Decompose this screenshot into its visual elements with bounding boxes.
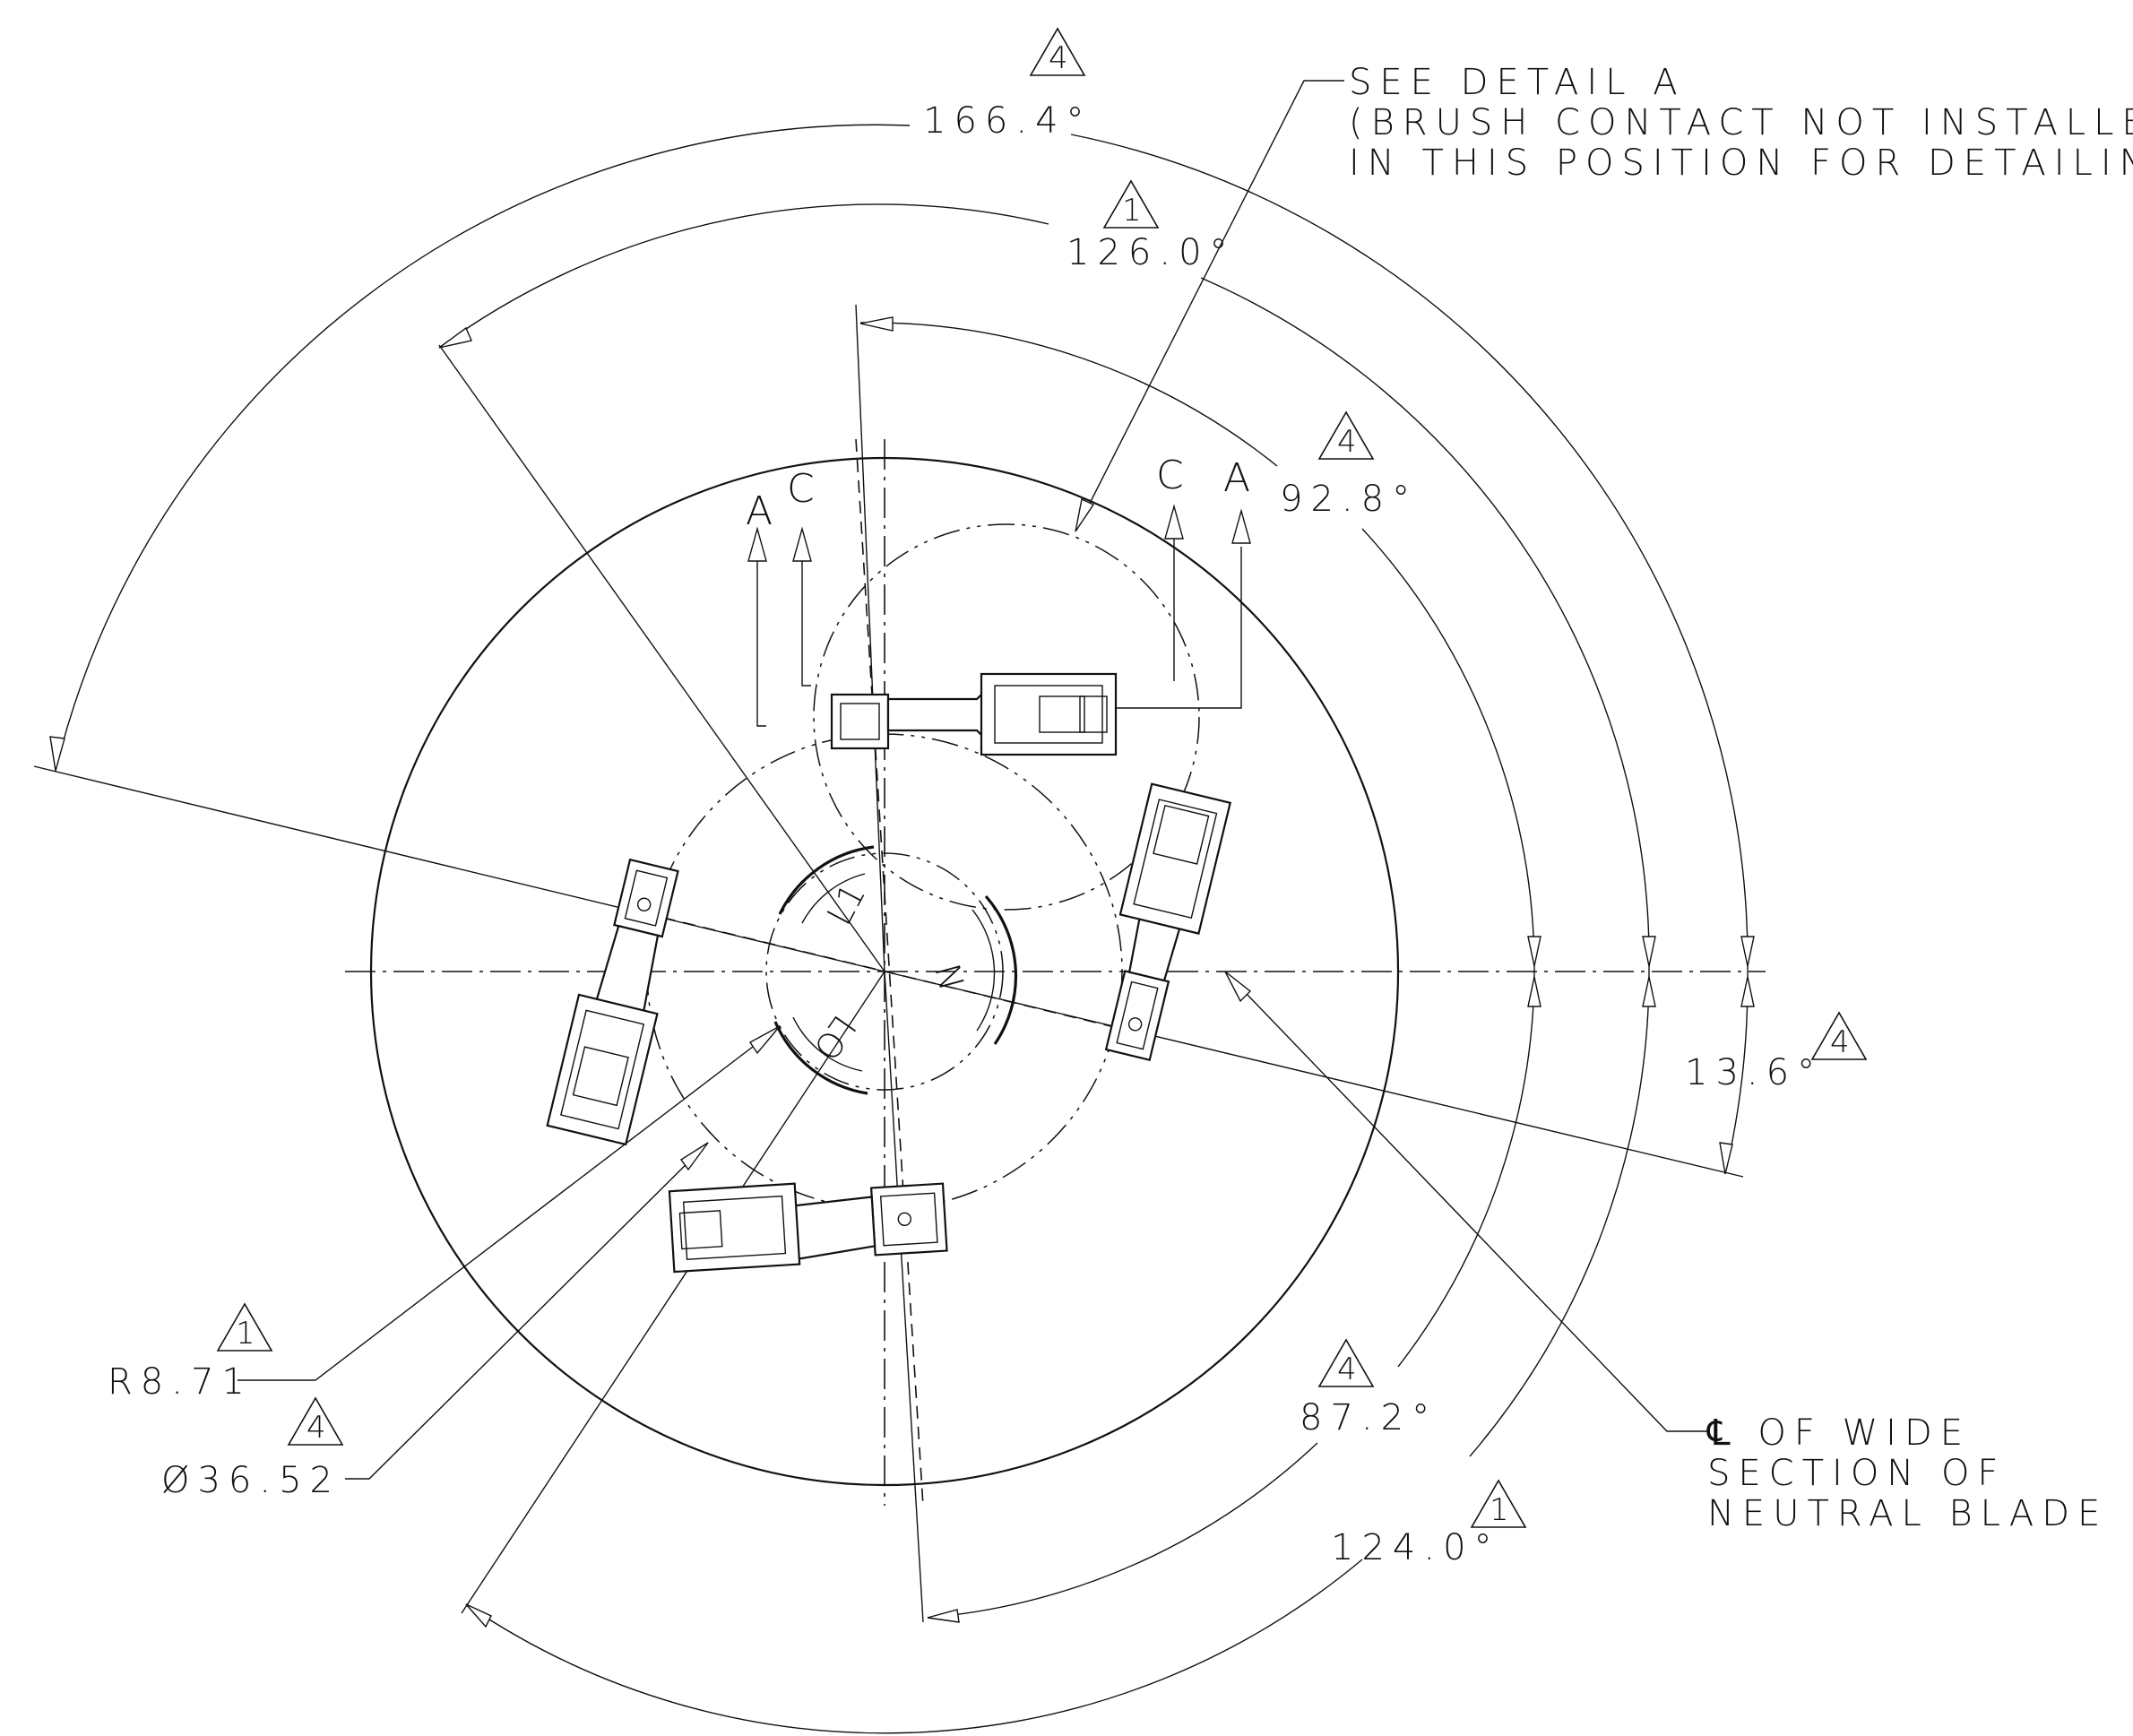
terminal-arc-n — [984, 894, 1018, 1045]
svg-text:1: 1 — [1122, 193, 1142, 229]
svg-text:1: 1 — [236, 1316, 255, 1352]
diameter-arrowhead — [679, 1142, 709, 1171]
svg-text:4: 4 — [1830, 1024, 1850, 1060]
inner-bolt-circle — [765, 852, 1004, 1091]
section-letter-left-a: A — [746, 488, 773, 534]
neutral-callout-line1: ℄ OF WIDE — [1706, 1412, 1971, 1454]
neutral-blade-arrowhead — [1224, 971, 1252, 1003]
revision-triangle-87: 4 — [1318, 1339, 1374, 1387]
arrowhead-92-right — [1527, 936, 1541, 967]
section-arrow-left-c — [792, 526, 812, 562]
brush-contact-bottom — [668, 1182, 948, 1274]
dashed-axis-lr — [622, 907, 1130, 1032]
revision-triangle-13: 4 — [1811, 1012, 1867, 1060]
arc-92-dimension-right — [1361, 528, 1535, 972]
arrowhead-126-right-b — [1642, 976, 1656, 1007]
radial-line-87 — [884, 971, 924, 1623]
neutral-callout-line3: NEUTRAL BLADE — [1707, 1493, 2108, 1534]
revision-triangle-126: 1 — [1103, 180, 1159, 229]
detail-a-leader — [1075, 80, 1344, 532]
radius-arrowhead — [748, 1025, 781, 1055]
arc-92-dimension — [859, 322, 1278, 467]
radial-line-126 — [438, 344, 885, 972]
brush-contact-left — [546, 858, 679, 1146]
arrowhead-166-right — [1740, 936, 1755, 967]
radial-line-92 — [855, 304, 885, 972]
svg-text:4: 4 — [1049, 40, 1068, 76]
section-arrow-left-a — [747, 526, 767, 562]
neutral-blade-leader — [1224, 971, 1707, 1432]
brush-contact-right — [1104, 782, 1232, 1062]
revision-triangle-166: 4 — [1030, 28, 1085, 76]
angle-label-124: 124.0° — [1331, 1527, 1500, 1568]
arrowhead-13-bottom — [1719, 1142, 1733, 1175]
arc-126-dimension-right — [1200, 277, 1650, 972]
angle-label-87: 87.2° — [1300, 1397, 1438, 1438]
angle-label-166: 166.4° — [923, 100, 1092, 142]
diameter-label: Ø36.52 — [161, 1460, 341, 1501]
arc-87-dimension-bottom — [927, 1442, 1318, 1619]
terminal-arc-l1 — [778, 845, 875, 915]
svg-text:4: 4 — [307, 1410, 326, 1446]
diameter-leader — [345, 1142, 709, 1480]
arc-126-dimension — [438, 203, 1049, 349]
radial-line-166 — [33, 765, 885, 972]
detail-a-arrowhead — [1075, 497, 1095, 532]
angle-label-13: 13.6° — [1685, 1052, 1823, 1093]
section-arrow-right-a — [1231, 508, 1251, 544]
section-letter-right-a: A — [1223, 455, 1250, 501]
arrowhead-87-bottom — [927, 1609, 960, 1623]
section-letter-right-c: C — [1156, 453, 1184, 498]
neutral-callout-line2: SECTION OF — [1707, 1453, 2006, 1494]
revision-triangle-diameter: 4 — [288, 1397, 343, 1446]
section-line-right-a — [1116, 547, 1242, 709]
section-line-left-a — [756, 556, 766, 727]
section-arrow-right-c — [1164, 504, 1184, 540]
revision-triangle-radius: 1 — [217, 1303, 272, 1352]
terminal-arc-lo-inner — [792, 1016, 863, 1072]
revision-triangle-124: 1 — [1471, 1480, 1526, 1528]
detail-callout-line3: IN THIS POSITION FOR DETAILING) — [1349, 143, 2133, 184]
terminal-arc-lo — [773, 1021, 868, 1095]
radial-line-124 — [461, 971, 885, 1614]
arc-166-dimension — [55, 124, 911, 772]
arc-124-dimension — [1469, 971, 1650, 1457]
arrowhead-126-right — [1642, 936, 1656, 967]
vertical-centerline-2 — [855, 438, 924, 1507]
svg-text:1: 1 — [1490, 1492, 1509, 1528]
radius-label: R8.71 — [108, 1361, 253, 1403]
arrowhead-124-bottom — [465, 1603, 492, 1628]
terminal-label-n: N — [927, 960, 972, 995]
section-letter-left-c: C — [787, 466, 815, 512]
arrowhead-126-left — [438, 326, 472, 349]
section-line-left-c — [801, 556, 811, 687]
brush-contact-top — [830, 672, 1118, 756]
revision-triangle-92: 4 — [1318, 411, 1374, 460]
arrowhead-166-left — [49, 736, 65, 772]
angle-label-126: 126.0° — [1066, 232, 1236, 273]
arrowhead-92-right-b — [1527, 976, 1541, 1007]
terminal-arc-l1-inner — [801, 873, 866, 924]
detail-a-circle — [813, 523, 1200, 911]
detail-callout-line1: SEE DETAIL A — [1349, 62, 1686, 103]
arc-166-dimension-right — [1070, 134, 1749, 972]
arc-124-dimension-bottom — [465, 1559, 1363, 1734]
terminal-arc-n-inner — [972, 909, 996, 1032]
arrowhead-166-right-b — [1740, 976, 1755, 1007]
angle-label-92: 92.8° — [1280, 479, 1418, 520]
svg-text:4: 4 — [1337, 1352, 1357, 1387]
arc-87-dimension — [1397, 971, 1535, 1368]
svg-text:4: 4 — [1337, 424, 1357, 460]
terminal-label-l1: L1 — [819, 877, 873, 932]
arrowhead-92-left — [859, 316, 894, 332]
detail-callout-line2: (BRUSH CONTACT NOT INSTALLED — [1349, 102, 2133, 143]
